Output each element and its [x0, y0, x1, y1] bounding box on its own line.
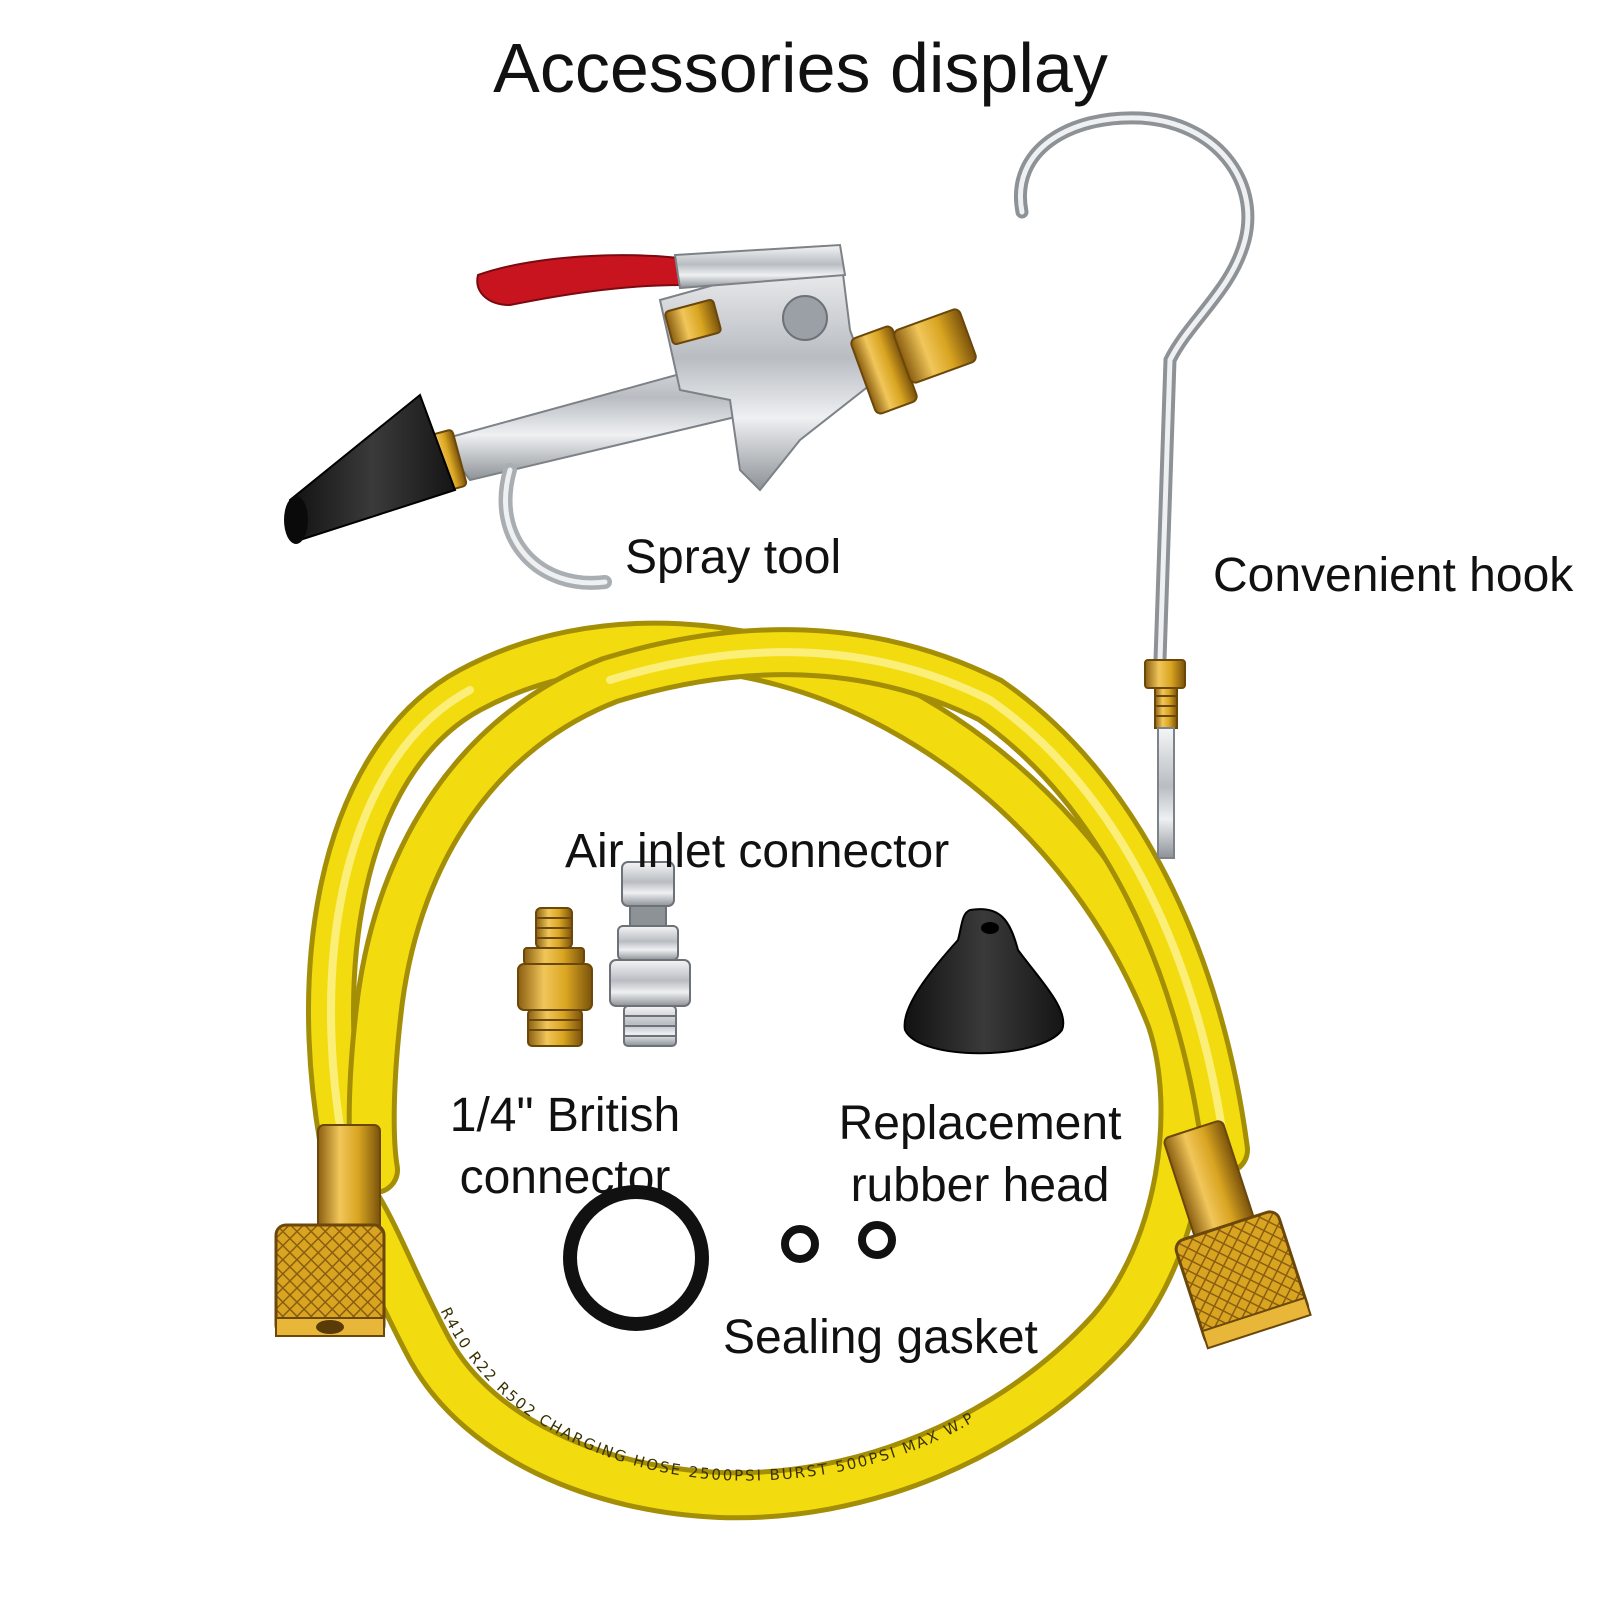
air-inlet-label: Air inlet connector — [565, 825, 950, 878]
rubber-head-label-line1: Replacement — [838, 1097, 1122, 1150]
british-connector-label-line2: connector — [459, 1151, 671, 1204]
sealing-gasket-label: Sealing gasket — [723, 1311, 1038, 1364]
sealing-gasket-small-2 — [858, 1221, 896, 1259]
hook-label: Convenient hook — [1213, 549, 1574, 602]
hose-fitting-right — [1163, 1120, 1312, 1350]
charging-hose — [306, 620, 1250, 1521]
spray-tool — [284, 243, 977, 590]
spray-tool-label: Spray tool — [625, 531, 842, 584]
rubber-head-label-line2: rubber head — [850, 1159, 1110, 1212]
sealing-gasket-small-1 — [781, 1225, 819, 1263]
air-inlet-connector — [609, 861, 691, 1047]
replacement-rubber-head — [903, 908, 1065, 1055]
page-title: Accessories display — [493, 29, 1108, 107]
british-connector — [517, 907, 593, 1047]
british-connector-label-line1: 1/4" British — [449, 1089, 681, 1142]
hose-fitting-left — [274, 1124, 386, 1337]
convenient-hook — [1014, 111, 1255, 859]
sealing-gasket-large — [563, 1185, 709, 1331]
